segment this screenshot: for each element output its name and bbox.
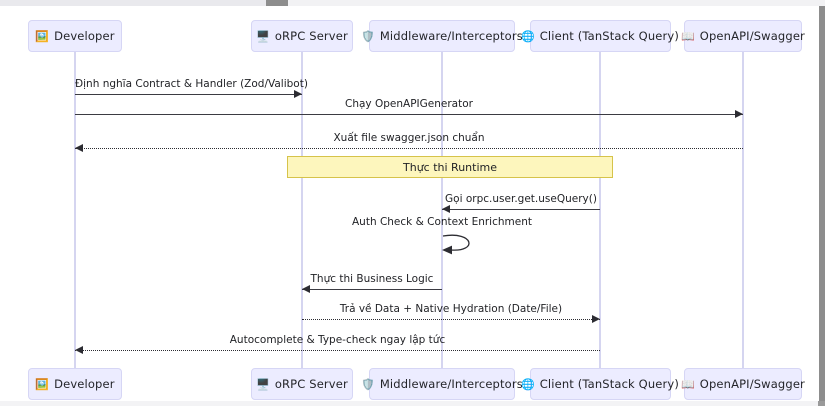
bottom-chrome-inner: [0, 401, 818, 406]
globe-icon: 🌐: [521, 29, 535, 43]
participant-label: Developer: [54, 377, 115, 391]
participant-label: OpenAPI/Swagger: [699, 29, 805, 43]
message-line-m4: [442, 209, 600, 210]
window-right-chrome: [819, 6, 825, 401]
shield-icon: 🛡️: [361, 377, 375, 391]
message-label-m1: Định nghĩa Contract & Handler (Zod/Valib…: [75, 78, 308, 90]
message-line-m6: [302, 289, 442, 290]
arrowhead-m6: [302, 285, 310, 293]
participant-openapi-bottom[interactable]: 📖 OpenAPI/Swagger: [681, 368, 805, 400]
participant-label: Client (TanStack Query): [539, 377, 679, 391]
lifeline-developer: [74, 52, 76, 368]
participant-developer-top[interactable]: 🖼️ Developer: [28, 20, 122, 52]
desktop-computer-icon: 🖥️: [256, 29, 270, 43]
sequence-diagram-canvas: Thực thi Runtime Định nghĩa Contract & Ha…: [0, 6, 819, 401]
participant-label: OpenAPI/Swagger: [699, 377, 805, 391]
self-message-m5: [440, 232, 484, 260]
arrowhead-m4: [442, 205, 450, 213]
lifeline-openapi: [742, 52, 744, 368]
participant-orpc-bottom[interactable]: 🖥️ oRPC Server: [251, 368, 353, 400]
participant-middleware-top[interactable]: 🛡️ Middleware/Interceptors: [361, 20, 523, 52]
participant-openapi-top[interactable]: 📖 OpenAPI/Swagger: [681, 20, 805, 52]
message-line-m8: [75, 350, 600, 351]
note-label: Thực thi Runtime: [403, 160, 497, 174]
participant-label: oRPC Server: [274, 29, 348, 43]
participant-orpc-top[interactable]: 🖥️ oRPC Server: [251, 20, 353, 52]
shield-icon: 🛡️: [361, 29, 375, 43]
participant-developer-bottom[interactable]: 🖼️ Developer: [28, 368, 122, 400]
framed-picture-icon: 🖼️: [35, 377, 50, 391]
arrowhead-m3: [75, 144, 83, 152]
top-chrome-right-segment: [288, 0, 825, 6]
book-icon: 📖: [681, 29, 695, 43]
top-chrome-left-segment: [0, 0, 266, 6]
lifeline-orpc: [301, 52, 303, 368]
note-runtime: Thực thi Runtime: [287, 156, 613, 178]
participant-client-top[interactable]: 🌐 Client (TanStack Query): [521, 20, 679, 52]
window-top-chrome: [0, 0, 825, 6]
participant-label: oRPC Server: [274, 377, 348, 391]
arrowhead-m1: [294, 90, 302, 98]
participant-label: Developer: [54, 29, 115, 43]
message-label-m7: Trả về Data + Native Hydration (Date/Fil…: [339, 303, 563, 315]
participant-middleware-bottom[interactable]: 🛡️ Middleware/Interceptors: [361, 368, 523, 400]
arrowhead-m2: [735, 110, 743, 118]
participant-label: Middleware/Interceptors: [379, 377, 523, 391]
globe-icon: 🌐: [521, 377, 535, 391]
participant-client-bottom[interactable]: 🌐 Client (TanStack Query): [521, 368, 679, 400]
message-label-m3: Xuất file swagger.json chuẩn: [333, 132, 485, 144]
window-bottom-chrome: [0, 401, 825, 406]
message-line-m2: [75, 114, 743, 115]
message-label-m5: Auth Check & Context Enrichment: [352, 216, 532, 228]
arrowhead-m7: [592, 315, 600, 323]
participant-label: Client (TanStack Query): [539, 29, 679, 43]
participant-label: Middleware/Interceptors: [379, 29, 523, 43]
message-line-m1: [75, 94, 302, 95]
message-line-m3: [75, 148, 743, 149]
arrowhead-m8: [75, 346, 83, 354]
message-line-m7: [302, 319, 600, 320]
message-label-m6: Thực thi Business Logic: [310, 273, 434, 285]
lifeline-client: [599, 52, 601, 368]
message-label-m2: Chạy OpenAPIGenerator: [345, 98, 473, 110]
message-label-m8: Autocomplete & Type-check ngay lập tức: [229, 334, 446, 346]
book-icon: 📖: [681, 377, 695, 391]
message-label-m4: Gọi orpc.user.get.useQuery(): [445, 193, 597, 205]
framed-picture-icon: 🖼️: [35, 29, 50, 43]
desktop-computer-icon: 🖥️: [256, 377, 270, 391]
